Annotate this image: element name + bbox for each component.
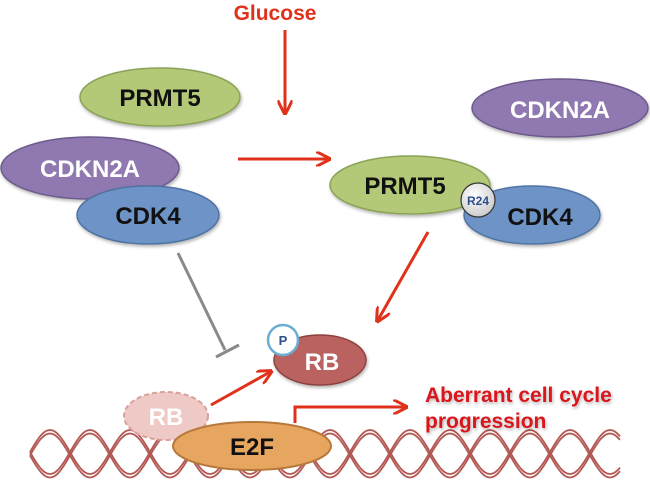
dna-strand-2: [29, 432, 621, 479]
rb-phosphorylation-arrow: [210, 372, 270, 407]
dna-strand-1: [29, 429, 621, 475]
cdkn2a-free-label: CDKN2A: [510, 97, 610, 124]
prmt5-free-label: PRMT5: [119, 85, 200, 112]
outcome-line-1: Aberrant cell cycle: [425, 384, 612, 407]
cdk4-left-label: CDK4: [115, 203, 181, 230]
e2f-shape: [172, 421, 332, 471]
r24-label: R24: [467, 194, 489, 208]
cdkn2a-bound-node: CDKN2A: [0, 136, 180, 200]
rb-phosphorylated-label: RB: [305, 349, 340, 376]
e2f-node: E2F: [172, 421, 332, 471]
dna-strand-4: [29, 432, 621, 479]
e2f-label: E2F: [230, 434, 274, 461]
rb-released-shape: [123, 391, 209, 441]
prmt5-bound-label: PRMT5: [364, 173, 445, 200]
cdkn2a-free-shape: [471, 78, 649, 138]
dna-strand-3: [29, 429, 621, 475]
r24-circle: [460, 182, 496, 218]
prmt5-free-shape: [79, 67, 241, 127]
cdk4-left-shape: [76, 185, 220, 245]
glucose-label: Glucose: [234, 2, 317, 25]
outcome-line-2: progression: [425, 410, 546, 433]
inhibition-bar: [176, 252, 240, 359]
phosphate-label: P: [279, 333, 288, 348]
phosphorylation-arrow: [378, 231, 430, 320]
inhibition-line: [176, 252, 227, 351]
cdkn2a-free-node: CDKN2A: [471, 78, 649, 138]
cdk4-right-shape: [463, 185, 601, 245]
prmt5-free-node: PRMT5: [79, 67, 241, 127]
prmt5-bound-node: PRMT5: [329, 155, 491, 215]
cdk4-left-node: CDK4: [76, 185, 220, 245]
rb-released-node: RB: [123, 391, 209, 441]
prmt5-bound-shape: [329, 155, 491, 215]
transcription-arrow: [293, 407, 405, 423]
cdk4-right-node: CDK4: [463, 185, 601, 245]
r24-methylation-badge: R24: [460, 182, 496, 218]
phosphate-circle: [266, 323, 300, 357]
phosphate-badge: P: [266, 323, 300, 357]
outcome-label: Aberrant cell cycle progression: [425, 384, 612, 433]
cdkn2a-bound-label: CDKN2A: [40, 156, 140, 183]
cdk4-right-label: CDK4: [507, 204, 573, 231]
dna-helix: [29, 429, 621, 479]
inhibition-tee: [215, 343, 240, 359]
rb-released-label: RB: [149, 404, 184, 431]
